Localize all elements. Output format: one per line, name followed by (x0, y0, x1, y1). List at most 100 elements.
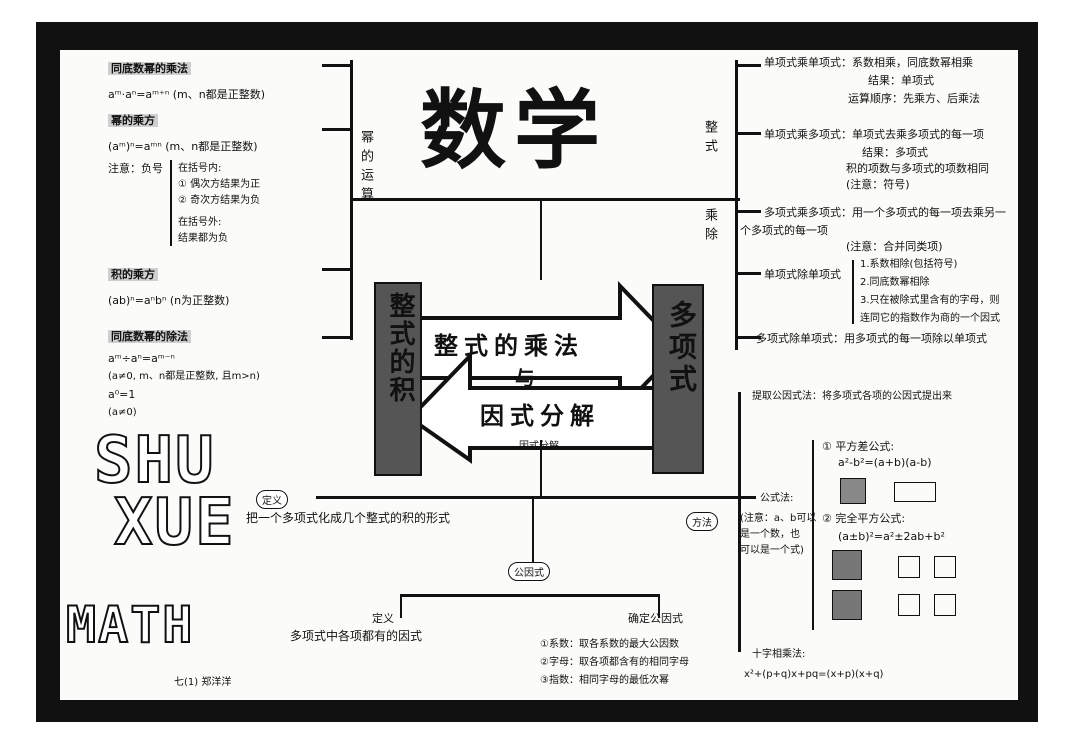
find-step-2: ②字母：取各项都含有的相同字母 (540, 657, 689, 668)
right-tick (737, 132, 761, 135)
rule-mono-mono-text: 单项式乘单项式：系数相乘，同底数幂相乘 (764, 56, 973, 69)
find-step-3: ③指数：相同字母的最低次幂 (540, 675, 669, 686)
note-bracket (170, 160, 172, 246)
methods-spine (738, 392, 741, 652)
common-factor-right-drop (658, 594, 660, 618)
definition2-label: 定义 (372, 612, 394, 625)
top-center-connector (540, 200, 542, 280)
note-label: 注意：负号 (108, 162, 163, 175)
left-formula-4c: a⁰=1 (108, 388, 136, 401)
left-branch-label: 幂的运算 (358, 130, 373, 206)
formula-note-1: (注意：a、b可以 (740, 513, 817, 524)
formula-label: 公式法: (760, 493, 794, 504)
arrow-mid-text: 与 (515, 366, 541, 390)
common-factor-pill: 公因式 (508, 562, 550, 581)
left-tick (322, 336, 352, 339)
rule-mono-mono: 单项式乘单项式：系数相乘，同底数幂相乘 (764, 56, 973, 69)
right-branch-label-2: 乘除 (702, 208, 717, 246)
bottom-main-line (316, 496, 756, 499)
common-factor-line (400, 594, 660, 597)
right-branch-label-1: 整式 (702, 120, 717, 158)
rule-poly-poly-note: (注意：合并同类项) (846, 240, 943, 253)
left-tick (322, 128, 352, 131)
left-formula-4b: (a≠0, m、n都是正整数, 且m>n) (108, 371, 260, 382)
bottom-center-connector (540, 440, 542, 498)
right-tick (737, 64, 761, 67)
decoration-math: MATH (65, 595, 195, 655)
right-tick (737, 210, 761, 213)
rule-poly-poly-2: 个多项式的每一项 (740, 224, 828, 237)
note-line-4: 在括号外: (178, 217, 222, 228)
cross-method-formula: x²+(p+q)x+pq=(x+p)(x+q) (744, 669, 884, 680)
author-signature: 七(1) 郑洋洋 (174, 677, 232, 688)
formula-note-3: 可以是一个式) (740, 545, 804, 556)
left-formula-4a: aᵐ÷aⁿ=aᵐ⁻ⁿ (108, 352, 175, 365)
formula-note-2: 是一个数，也 (740, 529, 800, 540)
left-heading-2-text: 幂的乘方 (108, 114, 158, 127)
mono-div-bracket (852, 260, 854, 324)
right-box (652, 284, 704, 474)
extract-method: 提取公因式法：将多项式各项的公因式提出来 (752, 391, 952, 402)
top-main-line (350, 198, 740, 201)
left-tick (322, 64, 352, 67)
square-diagram-b (894, 482, 936, 502)
left-heading-3: 积的乘方 (108, 268, 158, 281)
common-factor-left-drop (400, 594, 402, 618)
decoration-shu: SHU (93, 423, 216, 499)
center-arrows-svg (406, 281, 683, 464)
right-tick (737, 272, 761, 275)
perfect-square-formula: (a±b)²=a²±2ab+b² (838, 530, 945, 543)
definition-pill: 定义 (256, 490, 288, 509)
perfect-square-part-1 (898, 556, 920, 578)
left-formula-3: (ab)ⁿ=aⁿbⁿ (n为正整数) (108, 294, 230, 307)
right-branch-spine (735, 60, 738, 350)
left-branch-spine (350, 60, 353, 340)
rule-poly-div: 多项式除单项式：用多项式的每一项除以单项式 (756, 332, 987, 345)
perfect-square-part-4 (934, 594, 956, 616)
note-line-2: ① 偶次方结果为正 (178, 179, 261, 190)
left-box-label: 整式的积 (385, 292, 415, 404)
decoration-xue: XUE (113, 485, 236, 561)
find-common-label: 确定公因式 (628, 612, 683, 625)
mono-div-step-1: 1.系数相除(包括符号) (860, 259, 958, 270)
rule-mono-mono-result: 结果：单项式 (868, 74, 934, 87)
mono-div-step-2: 2.同底数幂相除 (860, 277, 930, 288)
formula-bracket (812, 440, 814, 630)
mono-div-step-4: 连同它的指数作为商的一个因式 (860, 313, 1000, 324)
cross-method-title: 十字相乘法: (752, 649, 806, 660)
rule-mono-poly: 单项式乘多项式：单项式去乘多项式的每一项 (764, 128, 984, 141)
left-formula-2: (aᵐ)ⁿ=aᵐⁿ (m、n都是正整数) (108, 140, 258, 153)
rule-poly-poly: 多项式乘多项式：用一个多项式的每一项去乘另一 (764, 206, 1006, 219)
mono-div-step-3: 3.只在被除式里含有的字母，则 (860, 295, 1000, 306)
left-formula-4d: (a≠0) (108, 407, 137, 418)
poster-title: 数学 (420, 80, 608, 181)
left-tick (322, 268, 352, 271)
left-heading-2: 幂的乘方 (108, 114, 158, 127)
right-arrow-shape (408, 281, 683, 415)
perfect-square-diagram-2 (832, 590, 862, 620)
rule-mono-poly-terms: 积的项数与多项式的项数相同 (846, 162, 989, 175)
perfect-square-part-3 (898, 594, 920, 616)
common-factor-connector (532, 498, 534, 562)
square-diff-title: ① 平方差公式: (822, 440, 895, 453)
rule-mono-poly-result: 结果：多项式 (862, 146, 928, 159)
square-diff-formula: a²-b²=(a+b)(a-b) (838, 456, 932, 469)
bottom-branch-label: 因式分解 (519, 441, 559, 452)
right-tick (737, 336, 761, 339)
perfect-square-title: ② 完全平方公式: (822, 512, 906, 525)
rule-mono-mono-order: 运算顺序：先乘方、后乘法 (848, 92, 980, 105)
rule-mono-div: 单项式除单项式 (764, 268, 841, 281)
arrow-bottom-text: 因式分解 (480, 401, 600, 430)
perfect-square-part-2 (934, 556, 956, 578)
definition-text: 把一个多项式化成几个整式的积的形式 (246, 511, 451, 525)
left-heading-1: 同底数幂的乘法 (108, 62, 191, 75)
left-heading-3-text: 积的乘方 (108, 268, 158, 281)
definition2-text: 多项式中各项都有的因式 (290, 629, 423, 643)
method-pill: 方法 (686, 512, 718, 531)
left-heading-1-text: 同底数幂的乘法 (108, 62, 191, 75)
note-line-5: 结果都为负 (178, 233, 228, 244)
left-heading-4: 同底数幂的除法 (108, 330, 191, 343)
left-box (374, 282, 422, 476)
find-step-1: ①系数：取各系数的最大公因数 (540, 639, 679, 650)
right-box-label: 多项式 (665, 300, 698, 396)
